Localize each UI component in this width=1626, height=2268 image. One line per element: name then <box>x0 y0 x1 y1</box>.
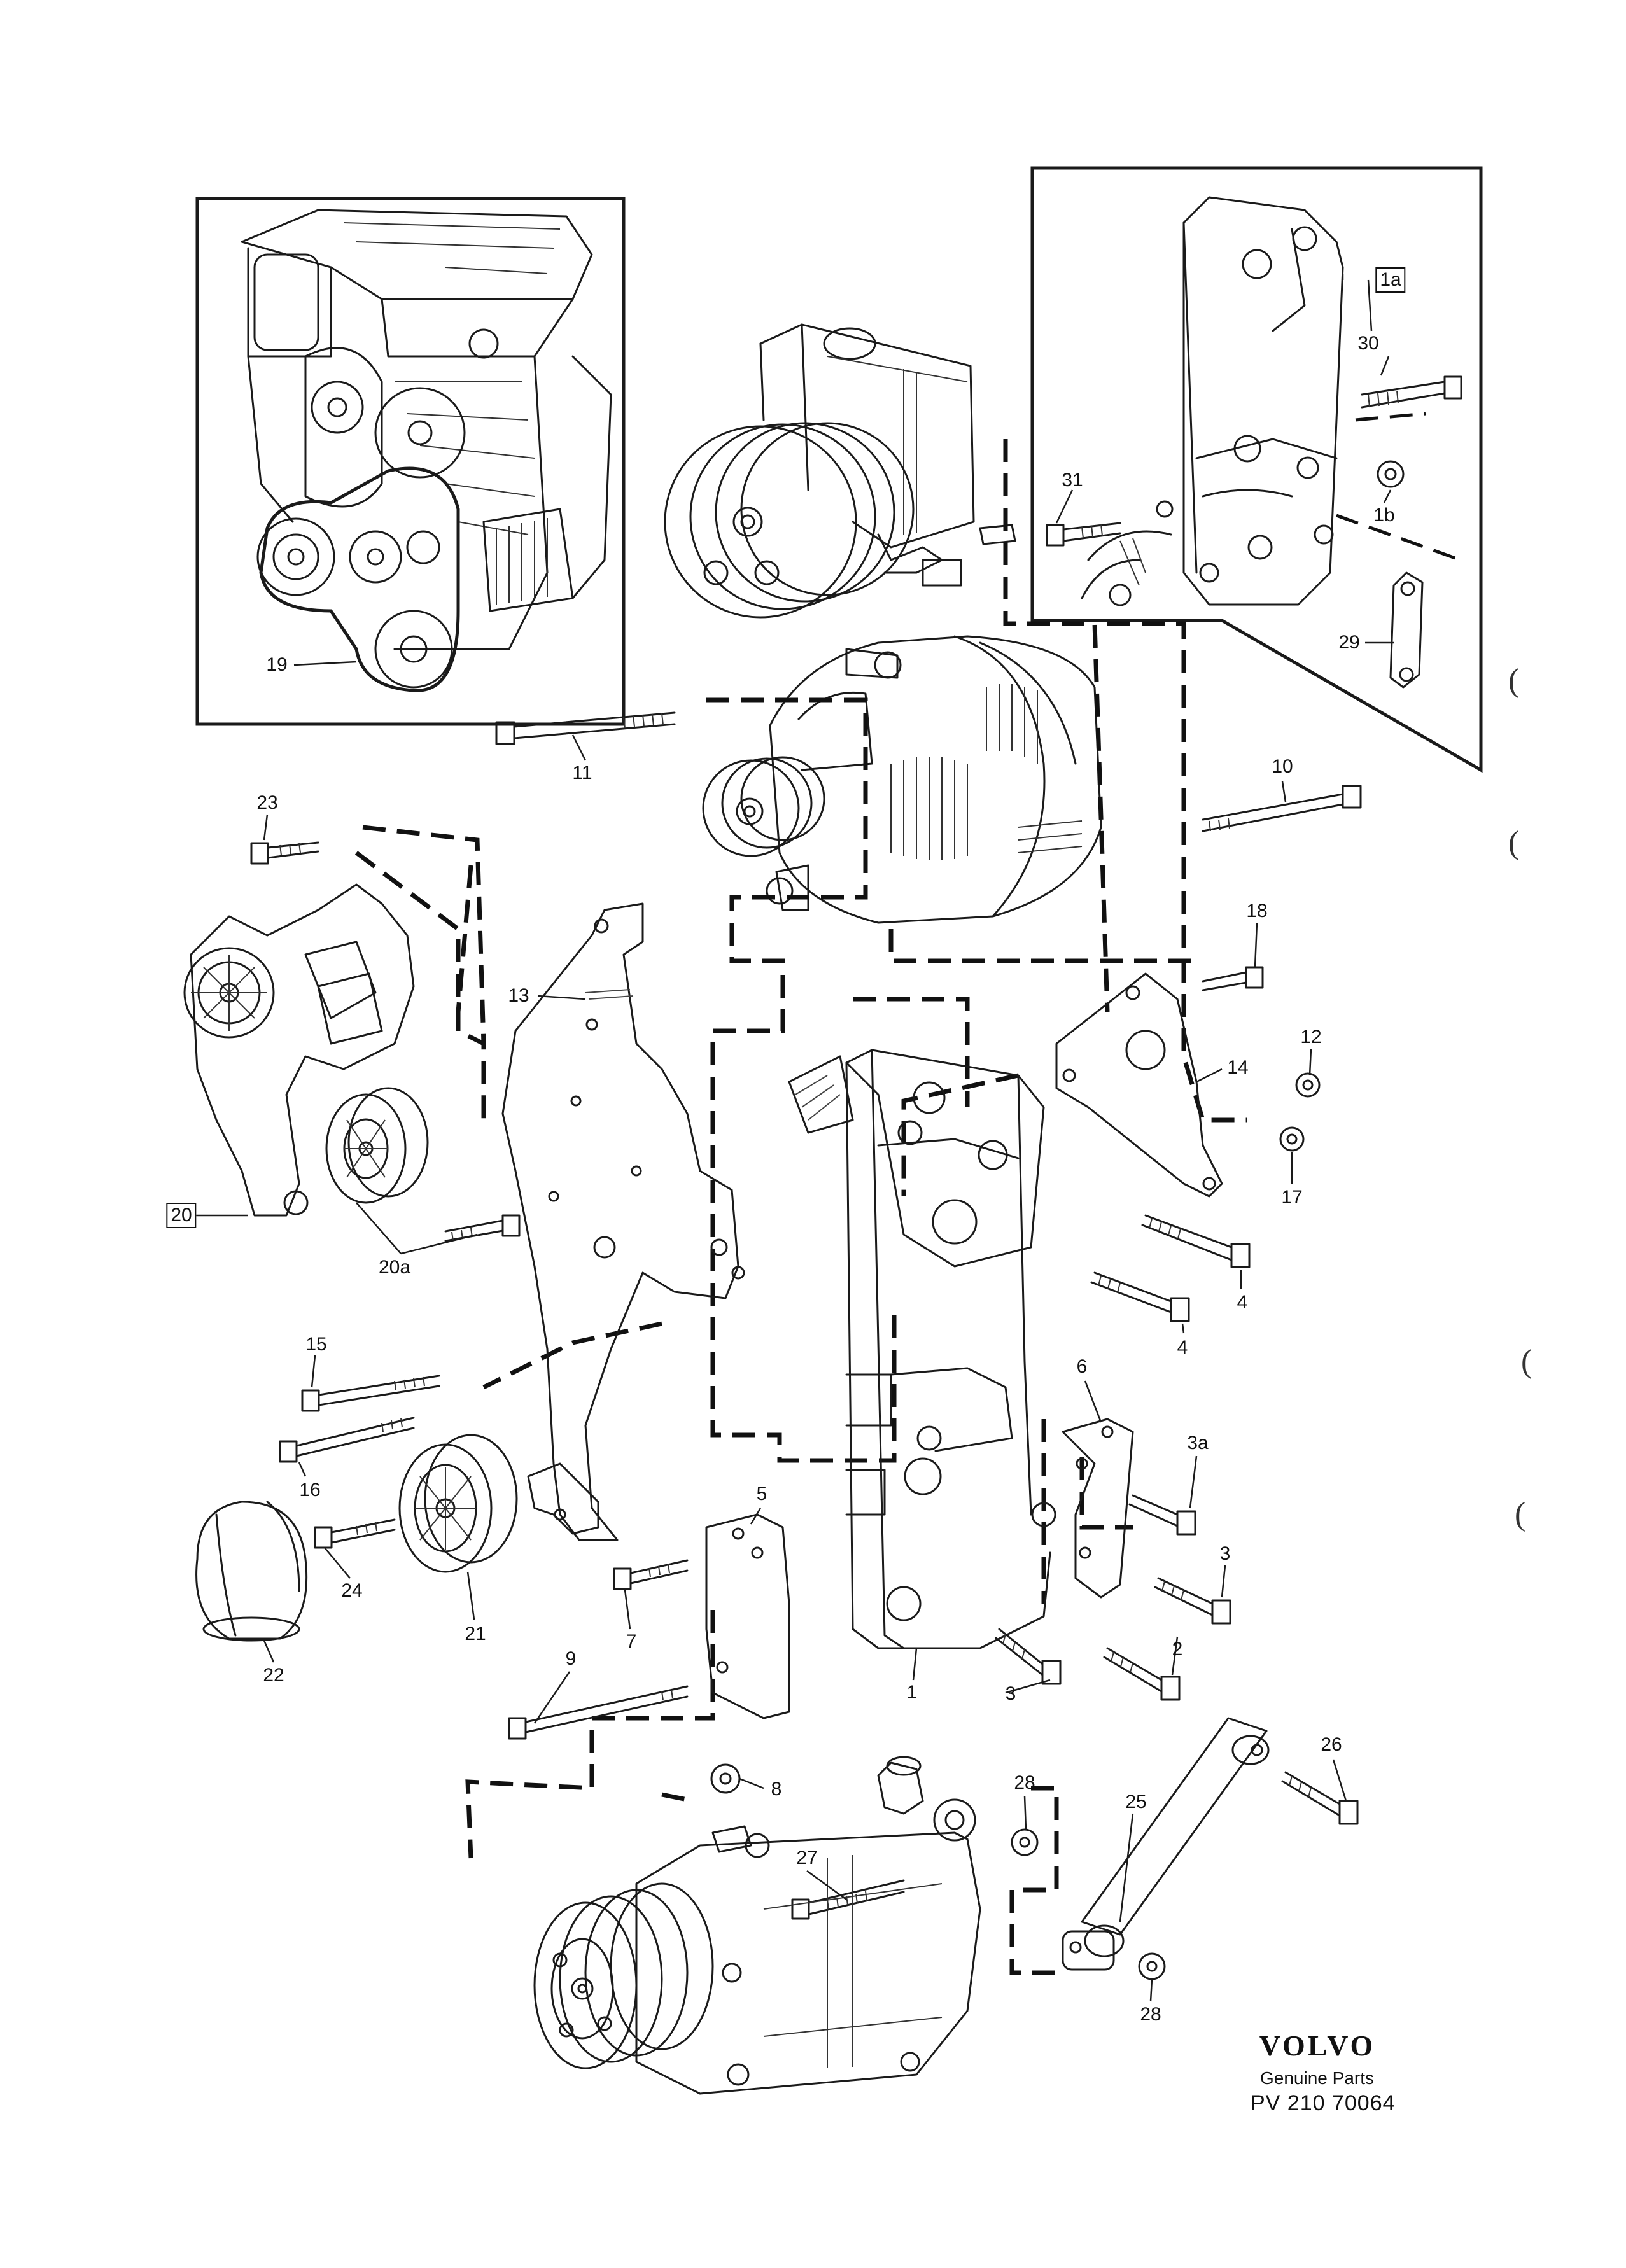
main-bracket <box>788 1049 1056 1649</box>
plate-13 <box>501 902 745 1541</box>
engine-overview-inset <box>195 197 626 726</box>
callout-16: 16 <box>299 1480 321 1501</box>
callout-20: 20 <box>166 1203 197 1228</box>
bracket-5 <box>705 1513 790 1719</box>
callout-25: 25 <box>1125 1791 1147 1812</box>
bracket-6 <box>1062 1418 1134 1599</box>
strut-25 <box>1062 1717 1270 1971</box>
bracket-detail-inset <box>1030 166 1483 773</box>
callout-11: 11 <box>572 762 592 783</box>
callout-19: 19 <box>266 654 288 675</box>
callout-14: 14 <box>1227 1057 1249 1078</box>
callout-1b: 1b <box>1373 505 1395 526</box>
callout-1a: 1a <box>1375 267 1406 293</box>
callout-9: 9 <box>565 1648 577 1669</box>
callout-27: 27 <box>796 1847 818 1868</box>
margin-mark: ( <box>1508 662 1520 699</box>
callout-12: 12 <box>1300 1026 1322 1047</box>
belt-tensioner <box>183 883 429 1217</box>
power-steering-pump <box>664 323 1016 619</box>
callout-29: 29 <box>1338 632 1360 653</box>
genuine-parts-label: Genuine Parts <box>1260 2068 1374 2088</box>
callout-23: 23 <box>256 792 278 813</box>
idler-pulley <box>398 1434 518 1573</box>
bolts <box>250 711 1362 1980</box>
diagram-code: PV 210 70064 <box>1251 2091 1396 2115</box>
callout-7: 7 <box>626 1631 637 1652</box>
callout-26: 26 <box>1321 1734 1342 1755</box>
callout-10: 10 <box>1272 756 1293 777</box>
callout-18: 18 <box>1246 900 1268 921</box>
ac-compressor <box>533 1756 981 2095</box>
margin-mark: ( <box>1521 1343 1532 1380</box>
callout-3-right: 3 <box>1219 1543 1231 1564</box>
callout-15: 15 <box>305 1334 327 1355</box>
dashed-assembly-outlines <box>354 439 1247 1975</box>
callout-3a: 3a <box>1187 1432 1209 1453</box>
callout-4-lower: 4 <box>1177 1337 1188 1358</box>
callout-17: 17 <box>1281 1187 1303 1208</box>
callout-20a: 20a <box>378 1257 411 1278</box>
callout-8: 8 <box>771 1779 782 1800</box>
margin-mark: ( <box>1515 1496 1526 1532</box>
callout-1: 1 <box>906 1682 918 1703</box>
margin-mark: ( <box>1508 825 1520 861</box>
leader-lines <box>194 734 1347 2002</box>
callout-4-upper: 4 <box>1237 1292 1248 1313</box>
bracket-14 <box>1055 972 1223 1198</box>
pulley-cover <box>195 1501 308 1642</box>
callout-31: 31 <box>1062 470 1083 491</box>
callout-6: 6 <box>1076 1356 1088 1377</box>
callout-28-upper: 28 <box>1014 1772 1035 1793</box>
callout-5: 5 <box>756 1483 767 1504</box>
callout-28-lower: 28 <box>1140 2004 1161 2025</box>
callout-30: 30 <box>1357 333 1379 354</box>
alternator <box>702 635 1102 924</box>
callout-22: 22 <box>263 1665 284 1686</box>
volvo-logo: VOLVO <box>1259 2029 1376 2062</box>
callout-21: 21 <box>465 1623 486 1644</box>
callout-24: 24 <box>341 1580 363 1601</box>
callout-2: 2 <box>1172 1639 1183 1660</box>
callout-13: 13 <box>508 985 529 1006</box>
callout-3-lower: 3 <box>1005 1683 1016 1704</box>
